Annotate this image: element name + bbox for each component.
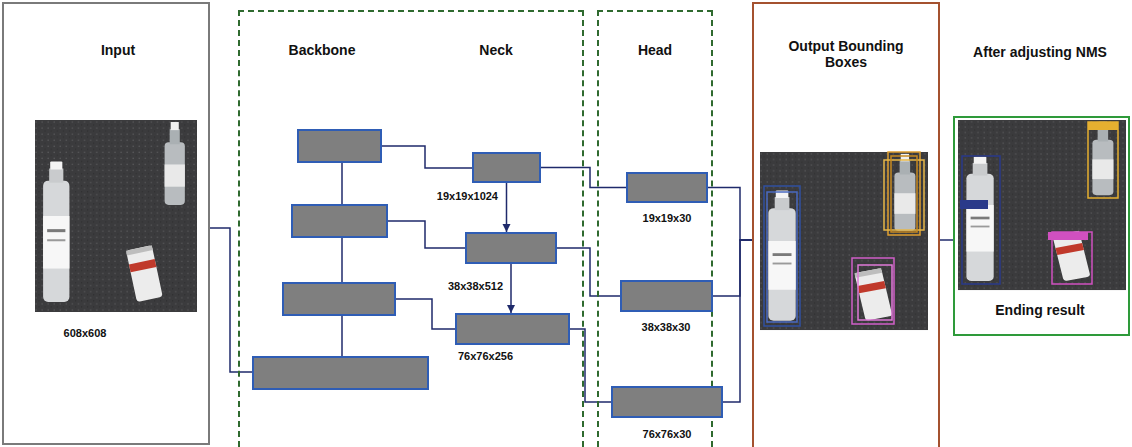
dimension-label: 19x19x30	[643, 212, 692, 225]
connector	[713, 240, 752, 296]
connector	[557, 248, 620, 296]
panel-heading: Ending result	[995, 302, 1084, 318]
backbone-wires	[210, 146, 472, 372]
wire	[341, 163, 343, 204]
dimension-label: 38x38x512	[448, 280, 503, 293]
panel-heading: Neck	[479, 42, 512, 58]
backbone-neck-panel: Backbone Neck 19x19x1024 38x38x512 76x76x256	[238, 10, 584, 447]
connector-line	[723, 240, 752, 402]
connector-line	[557, 248, 620, 296]
dimension-label: 19x19x1024	[437, 190, 498, 203]
panel-heading: Head	[638, 42, 672, 58]
bbox	[1088, 122, 1118, 198]
connector-line	[940, 239, 953, 241]
panel-heading: Input	[101, 42, 135, 58]
input-photo	[35, 120, 197, 312]
connector-line	[708, 188, 752, 241]
bbox	[962, 156, 1000, 284]
bbox	[888, 152, 920, 235]
final-bounding-boxes	[960, 122, 1118, 284]
neck-box: 38x38x512	[465, 232, 557, 264]
backbone-block	[283, 283, 395, 315]
input-panel: Input 608x608	[2, 2, 210, 445]
bbox	[891, 156, 917, 232]
wire	[341, 238, 343, 282]
result-panel: After adjusting NMSEnding result	[953, 116, 1130, 336]
dimension-label: 76x76x30	[643, 428, 692, 441]
panel-heading: Backbone	[289, 42, 356, 58]
bbox	[767, 192, 797, 322]
bbox	[884, 160, 924, 230]
wire	[382, 146, 472, 168]
connector-line	[570, 329, 611, 402]
connector	[708, 188, 752, 241]
wire	[396, 299, 455, 329]
neck-box: 19x19x1024	[472, 152, 541, 183]
neck-box: 76x76x256	[455, 313, 570, 345]
connector	[503, 183, 511, 232]
head-panel: Head 19x19x30 38x38x30 76x76x30	[597, 10, 713, 447]
backbone-blocks	[253, 130, 428, 389]
connector	[723, 240, 752, 402]
result-photo	[958, 120, 1126, 290]
dimension-label: 608x608	[64, 327, 107, 340]
connector-line	[713, 240, 752, 296]
bbox-tag	[1048, 232, 1088, 240]
backbone-block	[253, 357, 428, 389]
arrow-head	[507, 305, 515, 313]
bbox	[858, 265, 892, 320]
bbox-tag	[960, 200, 988, 209]
output-photo	[760, 152, 928, 330]
panel-heading: Output Bounding Boxes	[781, 38, 911, 70]
backbone-block	[298, 130, 381, 162]
connector	[507, 264, 515, 313]
wire	[388, 221, 465, 248]
connector	[570, 329, 611, 402]
arrow-head	[503, 224, 511, 232]
head-box: 19x19x30	[626, 172, 708, 203]
wire	[341, 316, 343, 356]
wire	[210, 228, 252, 372]
bbox-tag	[1088, 122, 1118, 130]
output-panel: Output Bounding Boxes	[752, 2, 940, 447]
raw-bounding-boxes	[764, 152, 924, 326]
head-box: 76x76x30	[611, 386, 723, 418]
bbox	[764, 186, 800, 326]
panel-heading: After adjusting NMS	[973, 44, 1107, 60]
dimension-label: 76x76x256	[458, 350, 513, 363]
backbone-block	[292, 205, 387, 237]
dimension-label: 38x38x30	[642, 321, 691, 334]
connector	[940, 240, 953, 241]
head-box: 38x38x30	[620, 280, 713, 312]
bbox	[852, 258, 894, 324]
